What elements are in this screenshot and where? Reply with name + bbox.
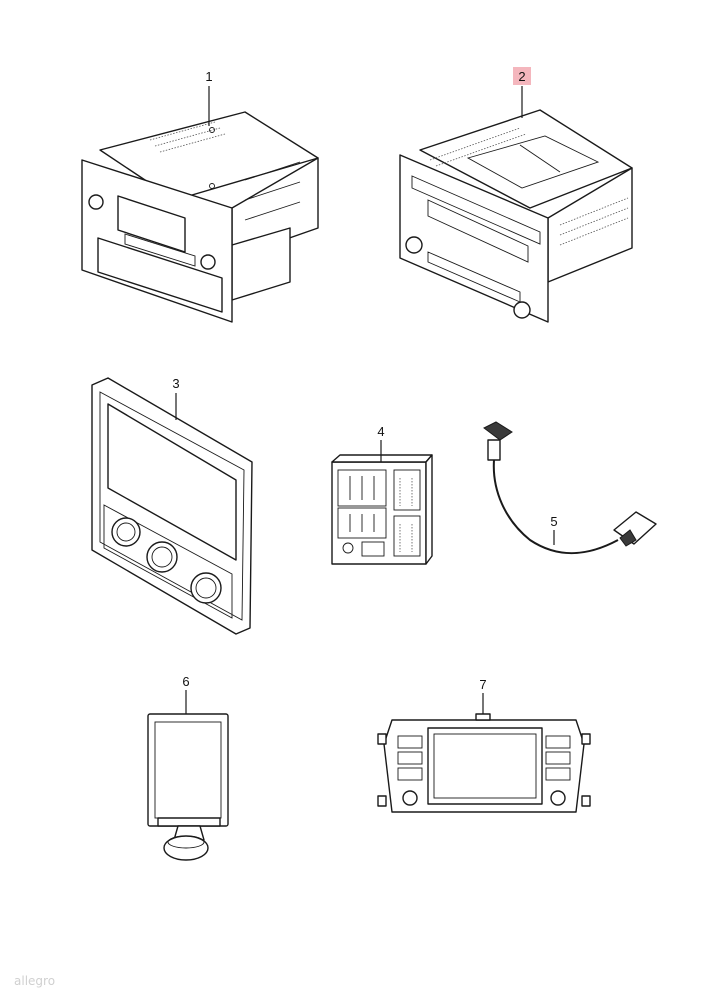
callout-label-6: 6	[182, 674, 189, 689]
part-5-cable[interactable]	[483, 421, 657, 555]
part-6-display[interactable]	[147, 713, 229, 861]
callout-5[interactable]: 5	[550, 514, 558, 545]
part-2-radio-unit[interactable]	[399, 109, 633, 323]
callout-label-5: 5	[550, 514, 557, 529]
part-3-trim-panel[interactable]	[91, 377, 253, 635]
callout-label-4: 4	[377, 424, 384, 439]
callout-1[interactable]: 1	[205, 69, 213, 126]
part-4-connector[interactable]	[331, 454, 433, 565]
watermark: allegro	[14, 974, 55, 988]
callout-7[interactable]: 7	[479, 677, 487, 714]
callout-label-1: 1	[205, 69, 212, 84]
callout-label-7: 7	[479, 677, 486, 692]
part-7-navigation-unit[interactable]	[377, 713, 591, 813]
callout-6[interactable]: 6	[182, 674, 190, 714]
callout-3[interactable]: 3	[172, 376, 180, 420]
callout-2[interactable]: 2	[513, 67, 531, 118]
part-1-radio-unit[interactable]	[81, 111, 319, 323]
callout-4[interactable]: 4	[377, 424, 385, 462]
callout-label-3: 3	[172, 376, 179, 391]
callout-label-2: 2	[518, 69, 525, 84]
callout-highlight-2	[513, 67, 531, 85]
